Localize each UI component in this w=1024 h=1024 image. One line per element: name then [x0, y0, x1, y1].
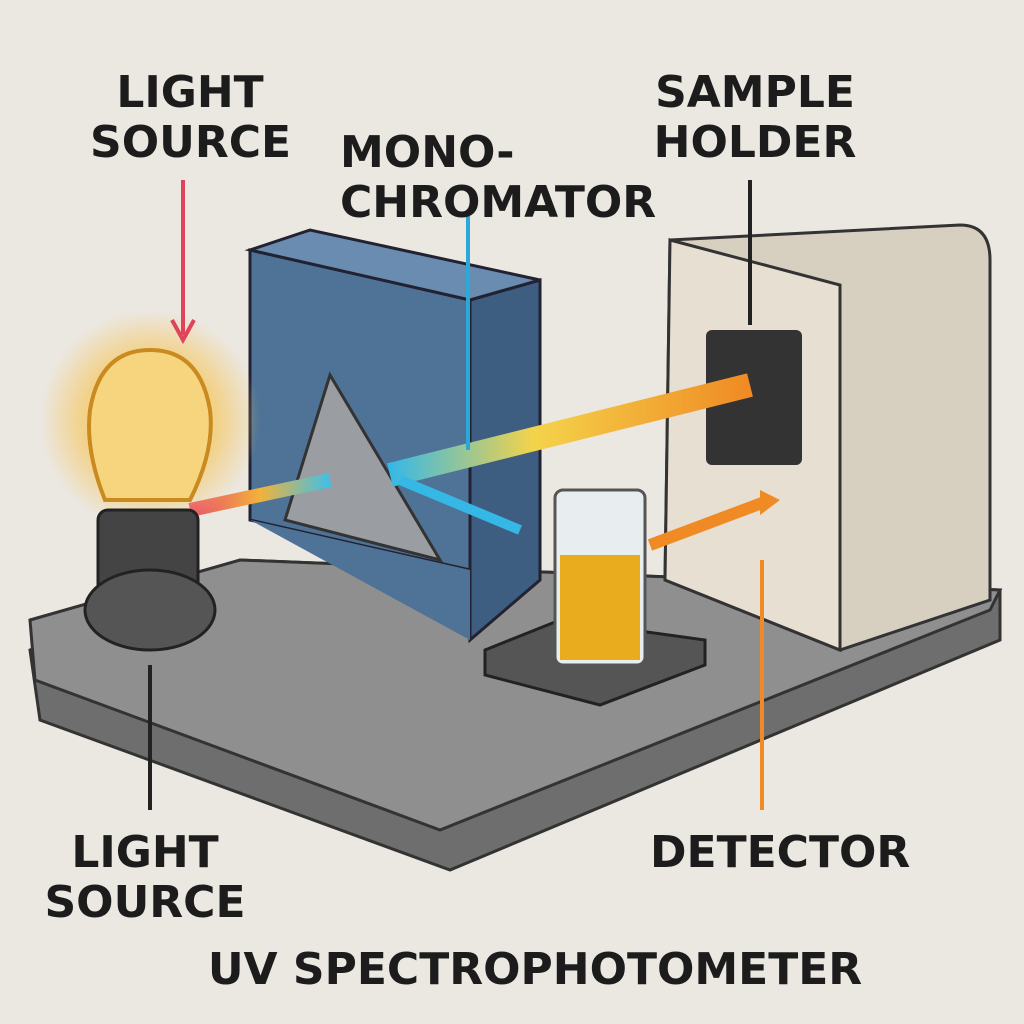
label-line: MONO- — [340, 127, 515, 178]
beams — [188, 373, 780, 551]
prism — [283, 371, 444, 563]
sample-liquid — [560, 555, 640, 660]
sample-holder — [483, 488, 707, 707]
label-line: SAMPLE — [655, 67, 855, 118]
base-platform — [28, 558, 1003, 872]
label-line: CHROMATOR — [340, 177, 657, 228]
diagram-title: UV SPECTROPHOTOMETER — [207, 944, 863, 995]
detector-aperture — [706, 330, 802, 465]
label-detector: DETECTOR — [650, 827, 911, 878]
label-line: LIGHT — [71, 827, 219, 878]
label-line: SOURCE — [90, 117, 292, 168]
label-monochromator: MONO-CHROMATOR — [340, 127, 657, 228]
detector-box — [663, 223, 992, 653]
label-line: SOURCE — [44, 877, 246, 928]
label-line: HOLDER — [653, 117, 857, 168]
label-line: LIGHT — [116, 67, 264, 118]
light-bulb — [40, 310, 260, 652]
pointers — [148, 180, 764, 810]
